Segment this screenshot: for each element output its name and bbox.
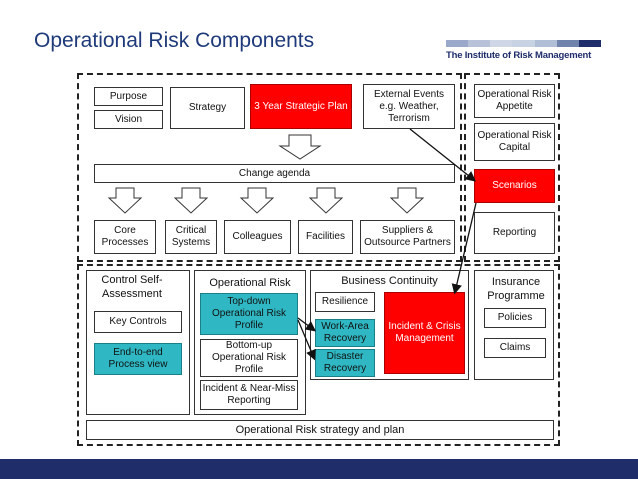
logo-text: The Institute of Risk Management (446, 50, 592, 61)
top-down-profile-box: Top-down Operational Risk Profile (200, 293, 298, 335)
logo-stripe-segment (534, 40, 557, 47)
insurance-header: Insurance Programme (487, 276, 545, 302)
strategy-plan-bar: Operational Risk strategy and plan (86, 420, 554, 440)
purpose-box: Purpose (94, 87, 163, 106)
three-year-plan-box: 3 Year Strategic Plan (250, 84, 352, 129)
scenarios-box: Scenarios (474, 169, 555, 203)
risk-appetite-box: Operational Risk Appetite (474, 84, 555, 118)
work-area-recovery-box: Work-Area Recovery (315, 319, 375, 347)
logo-stripe-segment (578, 40, 601, 47)
logo-stripe-segment (446, 40, 469, 47)
end-to-end-box: End-to-end Process view (94, 343, 182, 375)
business-continuity-header: Business Continuity (341, 275, 438, 287)
incident-crisis-box: Incident & Crisis Management (384, 292, 465, 374)
resilience-box: Resilience (315, 292, 375, 312)
operational-risk-header: Operational Risk (209, 277, 291, 289)
external-events-box: External Events e.g. Weather, Terrorism (363, 84, 455, 129)
key-controls-box: Key Controls (94, 311, 182, 333)
colleagues-box: Colleagues (224, 220, 291, 254)
page-title: Operational Risk Components (34, 29, 315, 52)
core-processes-box: Core Processes (94, 220, 156, 254)
csa-header: Control Self-Assessment (101, 274, 163, 300)
csa-frame (86, 270, 190, 415)
risk-capital-box: Operational Risk Capital (474, 123, 555, 161)
claims-box: Claims (484, 338, 546, 358)
facilities-box: Facilities (298, 220, 353, 254)
logo-stripe-segment (512, 40, 535, 47)
logo-stripe (446, 40, 601, 47)
logo-stripe-segment (490, 40, 513, 47)
reporting-box: Reporting (474, 212, 555, 254)
vision-box: Vision (94, 110, 163, 129)
change-agenda-box: Change agenda (94, 164, 455, 183)
suppliers-box: Suppliers & Outsource Partners (360, 220, 455, 254)
insurance-frame (474, 270, 554, 380)
logo-stripe-segment (468, 40, 491, 47)
critical-systems-box: Critical Systems (165, 220, 217, 254)
footer-bar (0, 459, 638, 479)
components-frame (77, 264, 560, 446)
strategy-box: Strategy (170, 87, 245, 129)
disaster-recovery-box: Disaster Recovery (315, 349, 375, 377)
incident-reporting-box: Incident & Near-Miss Reporting (200, 380, 298, 410)
logo-stripe-segment (556, 40, 579, 47)
policies-box: Policies (484, 308, 546, 328)
bottom-up-profile-box: Bottom-up Operational Risk Profile (200, 339, 298, 377)
